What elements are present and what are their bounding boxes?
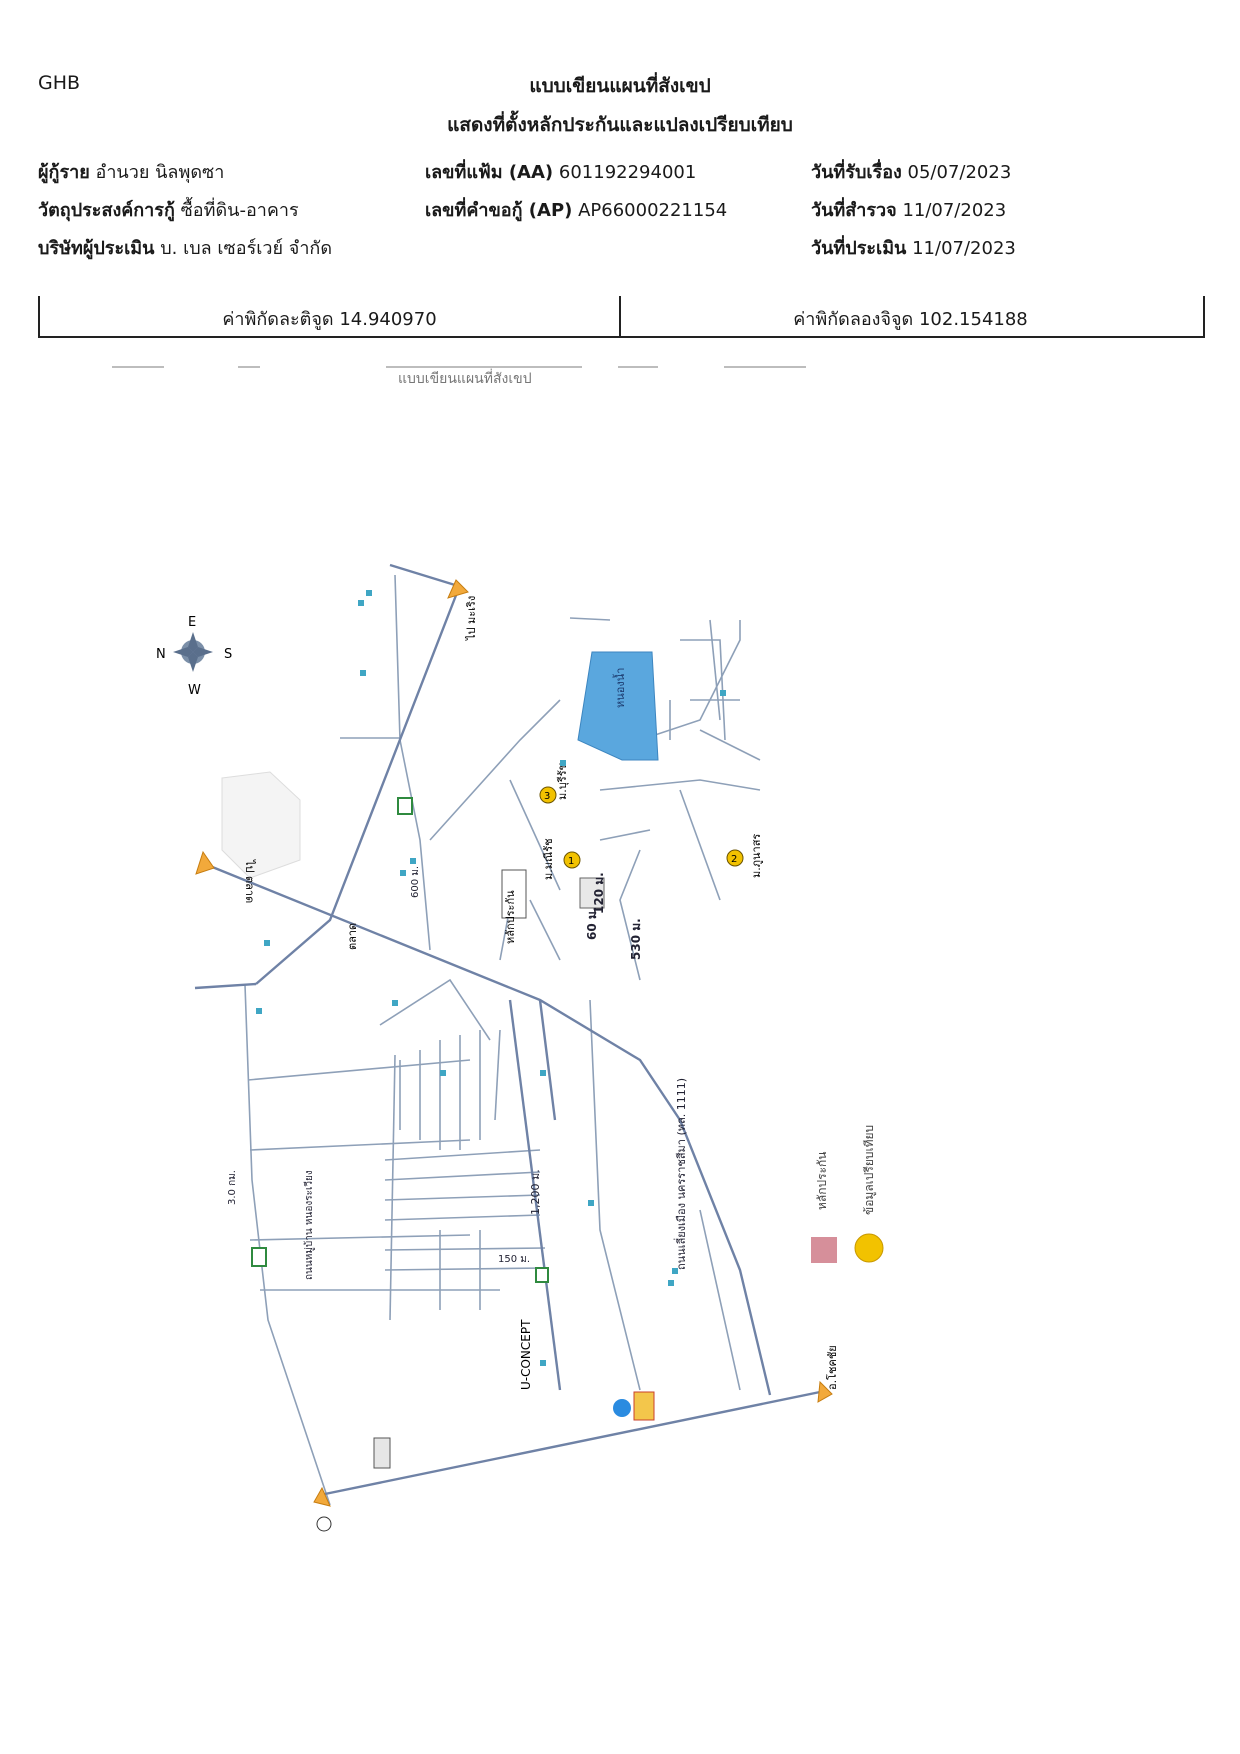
appraiser-value: บ. เบล เซอร์เวย์ จำกัด bbox=[160, 238, 333, 259]
main-roads bbox=[194, 563, 821, 1497]
distance-600: 600 ม. bbox=[410, 866, 421, 898]
legend-comparable-label: ข้อมูลเปรียบเทียบ bbox=[862, 1125, 877, 1215]
purpose-label: วัตถุประสงค์การกู้ bbox=[38, 200, 175, 221]
mall-logo-icon bbox=[633, 1391, 655, 1421]
arrow-south-icon bbox=[313, 1486, 331, 1507]
borrower-label: ผู้กู้ราย bbox=[38, 162, 90, 183]
arrow-east-icon bbox=[817, 1380, 833, 1403]
village-label-3: ม.มณีรัช bbox=[542, 838, 555, 880]
distance-3km: 3.0 กม. bbox=[227, 1170, 238, 1205]
shop-logo-icon bbox=[613, 1399, 631, 1417]
compass-west: W bbox=[188, 683, 201, 698]
document-title: แบบเขียนแผนที่สังเขป bbox=[529, 75, 711, 97]
compass-north: N bbox=[156, 647, 166, 662]
bypass-road-label: ถนนเลี่ยงเมือง นครราชสีมา (ทล. 1111) bbox=[673, 1078, 688, 1270]
village-label-2: ม.ภูนาสร bbox=[750, 834, 763, 878]
purpose-row: วัตถุประสงค์การกู้ ซื้อที่ดิน-อาคาร bbox=[38, 195, 299, 224]
minor-roads bbox=[244, 574, 761, 1506]
to-city-label: ไป ตลาด bbox=[243, 859, 256, 903]
comparable-marker-3: 3 bbox=[539, 786, 557, 804]
latitude-value: 14.940970 bbox=[339, 309, 437, 330]
survey-row: วันที่สำรวจ 11/07/2023 bbox=[811, 195, 1006, 224]
pond-area bbox=[577, 651, 659, 761]
request-no-value: AP66000221154 bbox=[578, 200, 728, 221]
legend-collateral-label: หลักประกัน bbox=[815, 1151, 829, 1210]
distance-150: 150 ม. bbox=[498, 1254, 530, 1265]
svg-text:1: 1 bbox=[568, 856, 574, 867]
document-subtitle: แสดงที่ตั้งหลักประกันและแปลงเปรียบเทียบ bbox=[447, 114, 793, 136]
house-icons bbox=[256, 590, 726, 1366]
latitude-cell: ค่าพิกัดละติจูด 14.940970 bbox=[40, 304, 619, 333]
received-label: วันที่รับเรื่อง bbox=[811, 162, 902, 183]
file-no-value: 601192294001 bbox=[558, 162, 697, 183]
comparable-marker-1: 1 bbox=[563, 851, 581, 869]
distance-60: 60 ม. bbox=[585, 907, 599, 940]
shop-icons bbox=[251, 797, 549, 1283]
direction-arrows bbox=[195, 579, 833, 1507]
open-land-area bbox=[221, 771, 301, 879]
file-no-label: เลขที่แฟ้ม (AA) bbox=[425, 162, 554, 183]
purpose-value: ซื้อที่ดิน-อาคาร bbox=[180, 200, 299, 221]
latitude-label: ค่าพิกัดละติจูด bbox=[222, 309, 334, 330]
compass-rose-icon: N E S W bbox=[156, 615, 232, 698]
compass-south: S bbox=[224, 647, 232, 662]
file-no-row: เลขที่แฟ้ม (AA) 601192294001 bbox=[425, 157, 696, 186]
appraisal-row: วันที่ประเมิน 11/07/2023 bbox=[811, 233, 1016, 262]
main-soi-label: หลักประกัน bbox=[504, 890, 517, 944]
village-road-label: ถนนหมู่บ้าน หนองระเวียง bbox=[303, 1170, 315, 1280]
survey-value: 11/07/2023 bbox=[902, 200, 1007, 221]
market-label: ตลาด bbox=[346, 923, 359, 950]
comparable-marker-2: 2 bbox=[726, 849, 744, 867]
village-label-1: ม.บุรีรัช bbox=[556, 763, 569, 800]
borrower-row: ผู้กู้ราย อำนวย นิลพุดซา bbox=[38, 157, 224, 186]
to-phimai-label: อ.โชคชัย bbox=[825, 1345, 839, 1390]
coordinate-box: ค่าพิกัดละติจูด 14.940970 ค่าพิกัดลองจิจ… bbox=[38, 296, 1205, 338]
appraisal-label: วันที่ประเมิน bbox=[811, 238, 907, 259]
longitude-value: 102.154188 bbox=[918, 309, 1028, 330]
map-caption: แบบเขียนแผนที่สังเขป bbox=[398, 371, 532, 387]
u-concept-label: U-CONCEPT bbox=[519, 1319, 533, 1390]
collateral-building bbox=[501, 869, 527, 919]
request-no-label: เลขที่คำขอกู้ (AP) bbox=[425, 200, 573, 221]
arrow-north-icon bbox=[447, 579, 469, 599]
svg-text:3: 3 bbox=[544, 791, 550, 802]
distance-530: 530 ม. bbox=[629, 918, 643, 960]
bank-logo-text: GHB bbox=[38, 72, 81, 94]
distance-120: 120 ม. bbox=[592, 872, 606, 914]
appraisal-value: 11/07/2023 bbox=[912, 238, 1016, 259]
borrower-value: อำนวย นิลพุดซา bbox=[95, 162, 225, 183]
appraiser-row: บริษัทผู้ประเมิน บ. เบล เซอร์เวย์ จำกัด bbox=[38, 233, 332, 262]
longitude-cell: ค่าพิกัดลองจิจูด 102.154188 bbox=[621, 304, 1200, 333]
received-row: วันที่รับเรื่อง 05/07/2023 bbox=[811, 157, 1011, 186]
request-no-row: เลขที่คำขอกู้ (AP) AP66000221154 bbox=[425, 195, 727, 224]
svg-text:2: 2 bbox=[731, 854, 737, 865]
pond-label: หนองน้ำ bbox=[612, 668, 627, 708]
coordinate-divider bbox=[619, 296, 621, 336]
distance-1200: 1,200 ม. bbox=[529, 1169, 542, 1215]
collateral-plot bbox=[579, 877, 605, 909]
compass-east: E bbox=[188, 615, 196, 630]
legend-comparable-icon bbox=[854, 1233, 884, 1263]
survey-label: วันที่สำรวจ bbox=[811, 200, 897, 221]
gas-station-icon bbox=[373, 1437, 391, 1469]
longitude-label: ค่าพิกัดลองจิจูด bbox=[793, 309, 914, 330]
to-makhao-label: ไป มะเริง bbox=[465, 596, 478, 641]
received-value: 05/07/2023 bbox=[907, 162, 1012, 183]
arrow-west-icon bbox=[195, 850, 215, 875]
compass-point-icon bbox=[316, 1516, 332, 1532]
legend-collateral-swatch bbox=[811, 1237, 837, 1263]
appraiser-label: บริษัทผู้ประเมิน bbox=[38, 238, 155, 259]
